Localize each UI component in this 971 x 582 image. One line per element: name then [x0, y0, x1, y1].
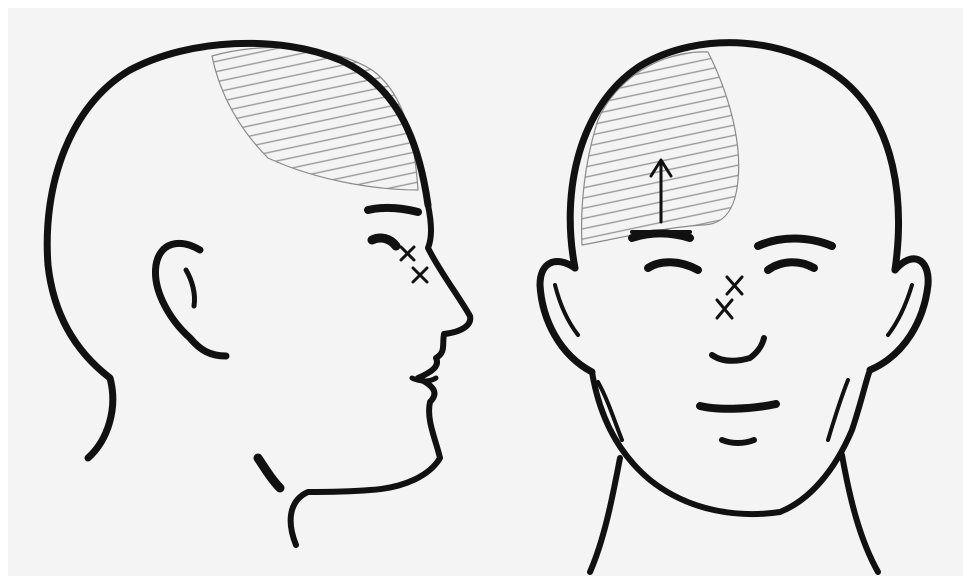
frontal-brow-left	[632, 234, 690, 239]
frontal-lower-lip	[722, 440, 754, 443]
profile-brow	[368, 208, 418, 212]
background	[8, 8, 963, 576]
frontal-mouth	[700, 404, 776, 409]
